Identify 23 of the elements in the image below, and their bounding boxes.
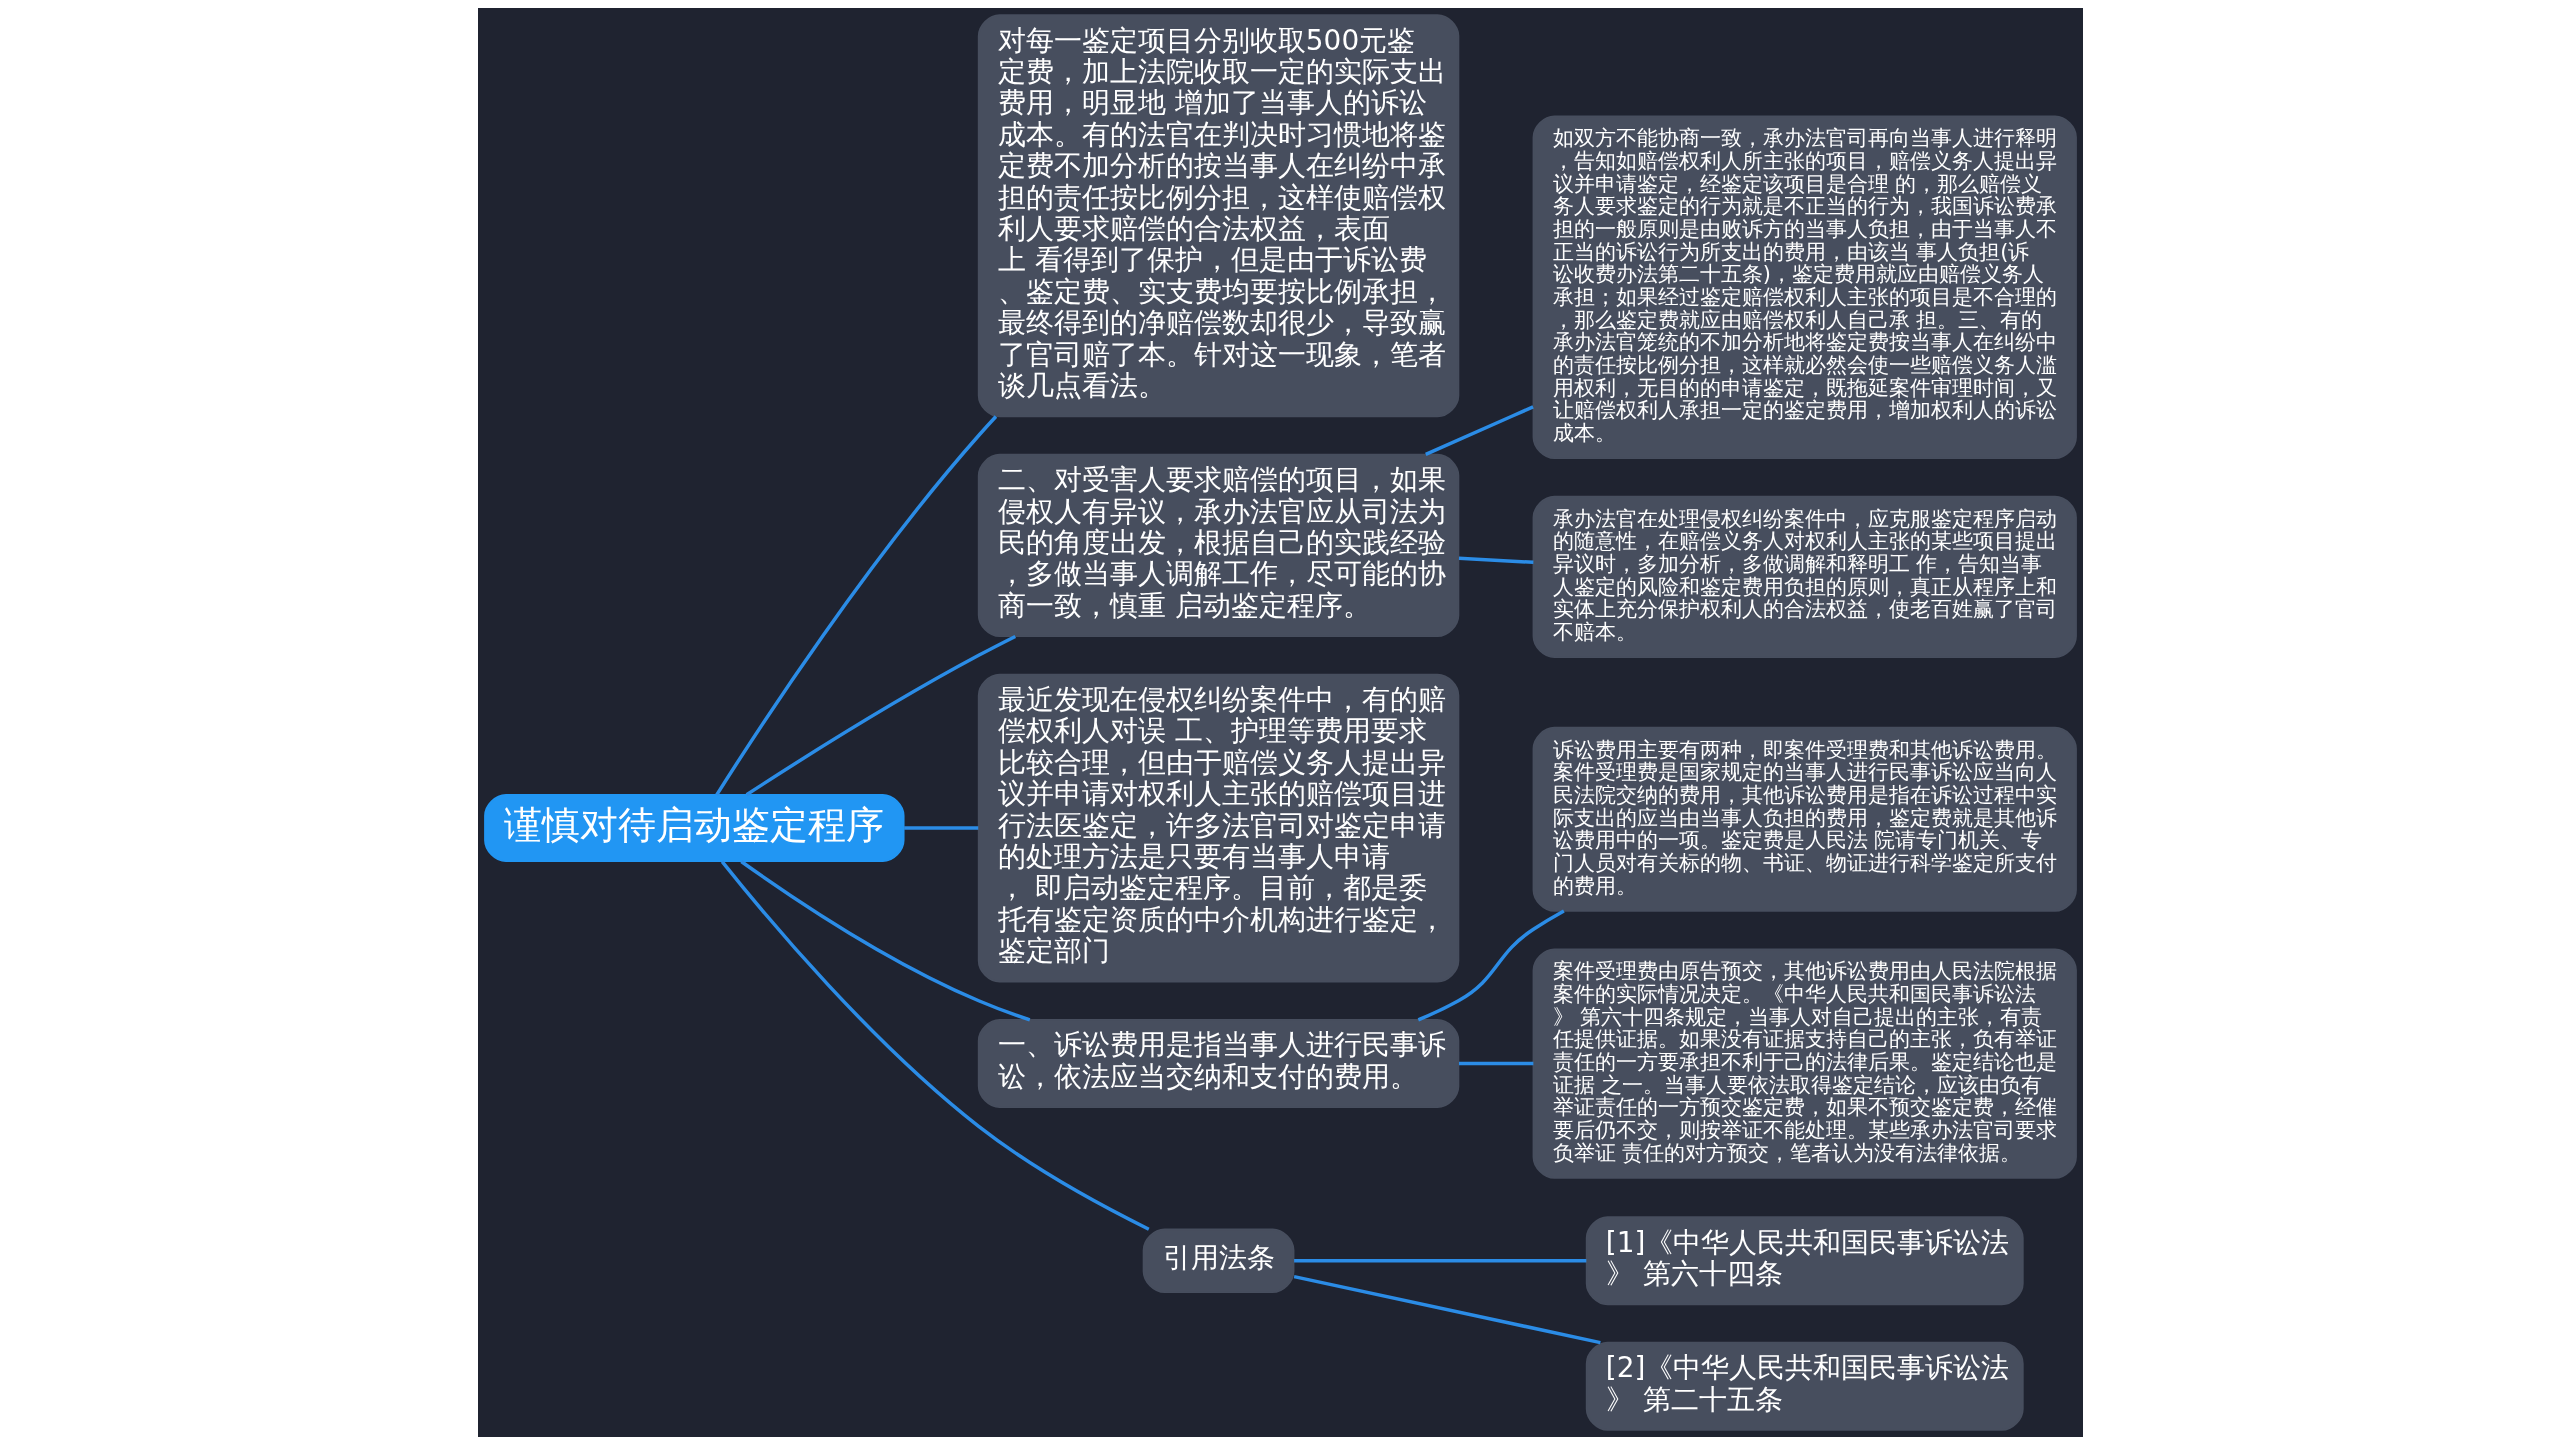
node-box: 如双方不能协商一致，承办法官司再向当事人进行释明，告知如赔偿权利人所主张的项目，赔偿义务人提出异议并申请鉴定，经鉴定该项目是合理 的，那么赔偿义务人要求鉴定的行为就是不正当的行为，我国诉讼费承担的一般原则是由败诉方的当事人负担，由于当事人不正当的诉讼行为所支出的费用，由该当 事人负担(诉讼收费办法第二十五条)，鉴定费用就应由赔偿义务人承担；如果经过鉴定赔偿权利人主张的项目是不合理的，那么鉴定费就应由赔偿权利人自己承 担。三、有的承办法官笼统的不加分析地将鉴定费按当事人在纠纷中的责任按比例分担，这样就必然会使一些赔偿义务人滥用权利，无目的的申请鉴定，既拖延案件审理时间，又让赔偿权利人承担一定的鉴定费用，增加权利人的诉讼成本。 [1532,115,2077,460]
node-box: 引用法条 [1142,1228,1294,1293]
connector [714,415,997,796]
connector [1293,1258,1586,1263]
node-box: 谨慎对待启动鉴定程序 [483,794,905,863]
connector [739,860,1030,1022]
connector [1458,1061,1533,1066]
connector [1293,1274,1601,1345]
node-box: 承办法官在处理侵权纠纷案件中，应克服鉴定程序启动的随意性，在赔偿义务人对权利人主张的某些项目提出异议时，多加分析，多做调解和释明工 作，告知当事人鉴定的风险和鉴定费用负担的原则，真正从程序上和实体上充分保护权利人的合法权益，使老百姓赢了官司不赔本。 [1532,495,2077,658]
connector [745,634,1016,797]
node-box: 诉讼费用主要有两种，即案件受理费和其他诉讼费用。案件受理费是国家规定的当事人进行民事诉讼应当向人民法院交纳的费用，其他诉讼费用是指在诉讼过程中实际支出的应当由当事人负担的费用，鉴定费就是其他诉讼费用中的一项。鉴定费是人民法 院请专门机关、专门人员对有关标的物、书证、物证进行科学鉴定所支付的费用。 [1532,726,2077,912]
node-box: [2]《中华人民共和国民事诉讼法》 第二十五条 [1585,1341,2024,1431]
connector [903,826,978,830]
node-box: 案件受理费由原告预交，其他诉讼费用由人民法院根据案件的实际情况决定。《中华人民共和国民事诉讼法》 第六十四条规定，当事人对自己提出的主张，有责任提供证据。如果没有证据支持自己的主张，负有举证责任的一方要承担不利于己的法律后果。鉴定结论也是证据 之一。当事人要依法取得鉴定结论，应该由负有举证责任的一方预交鉴定费，如果不预交鉴定费，经催要后仍不交，则按举证不能处理。某些承办法官司要求负举证 责任的对方预交，笔者认为没有法律依据。 [1532,948,2077,1179]
node-box: 对每一鉴定项目分别收取500元鉴定费，加上法院收取一定的实际支出费用，明显地 增加了当事人的诉讼成本。有的法官在判决时习惯地将鉴定费不加分析的按当事人在纠纷中承担的责任按比例分担，这样使赔偿权利人要求赔偿的合法权益，表面上 看得到了保护，但是由于诉讼费、鉴定费、实支费均要按比例承担，最终得到的净赔偿数却很少，导致赢了官司赔了本。针对这一现象，笔者谈几点看法。 [977,14,1459,418]
node-box: 最近发现在侵权纠纷案件中，有的赔偿权利人对误 工、护理等费用要求比较合理，但由于赔偿义务人提出异议并申请对权利人主张的赔偿项目进行法医鉴定，许多法官司对鉴定申请的处理方法是只要有当事人申请， 即启动鉴定程序。目前，都是委托有鉴定资质的中介机构进行鉴定，鉴定部门 [977,673,1459,983]
connector [1424,405,1534,456]
node-box: 一、诉讼费用是指当事人进行民事诉讼，依法应当交纳和支付的费用。 [977,1019,1459,1109]
connector [720,860,1150,1231]
node-box: 二、对受害人要求赔偿的项目，如果侵权人有异议，承办法官应从司法为民的角度出发，根据自己的实践经验，多做当事人调解工作，尽可能的协商一致，慎重 启动鉴定程序。 [977,453,1459,637]
node-box: [1]《中华人民共和国民事诉讼法》 第六十四条 [1585,1216,2024,1306]
connector [1458,556,1533,565]
connector [1417,909,1565,1022]
